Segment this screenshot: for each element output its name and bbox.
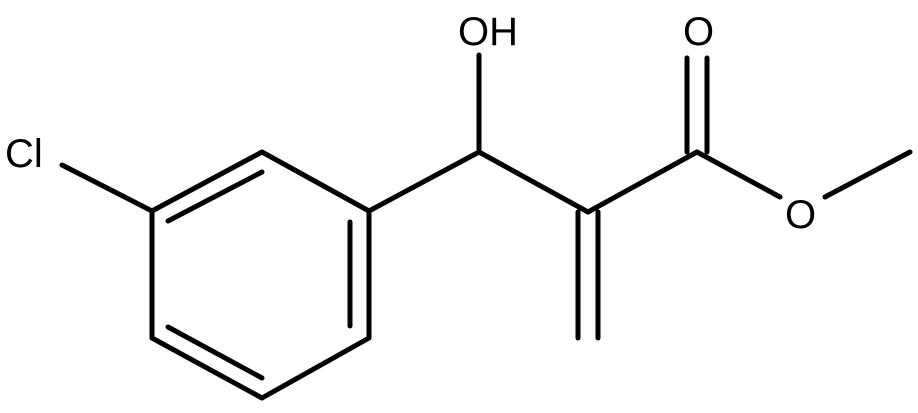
ring-inner-bond-top-left (165, 169, 265, 224)
chlorine-label: Cl (5, 132, 43, 176)
c-cl-bond (59, 162, 155, 214)
benzene-ring (149, 149, 372, 401)
ring-to-carbinol-bond (366, 149, 482, 214)
ring-bond-top-right (259, 149, 372, 214)
hydroxyl-label: OH (458, 10, 518, 54)
ring-bond-top-left (149, 149, 265, 214)
ring-bond-bottom-right (259, 335, 372, 401)
carbinol-to-alkene-bond (476, 149, 591, 215)
ring-bond-bottom-left (149, 335, 265, 401)
ring-inner-bond-bottom-left (165, 324, 265, 381)
ester-c-o-bond (694, 149, 783, 200)
carbonyl-oxygen-label: O (683, 10, 714, 54)
alkene-to-carbonyl-bond (585, 149, 700, 215)
o-methyl-bond (822, 149, 913, 200)
ester-oxygen-label: O (785, 193, 816, 237)
